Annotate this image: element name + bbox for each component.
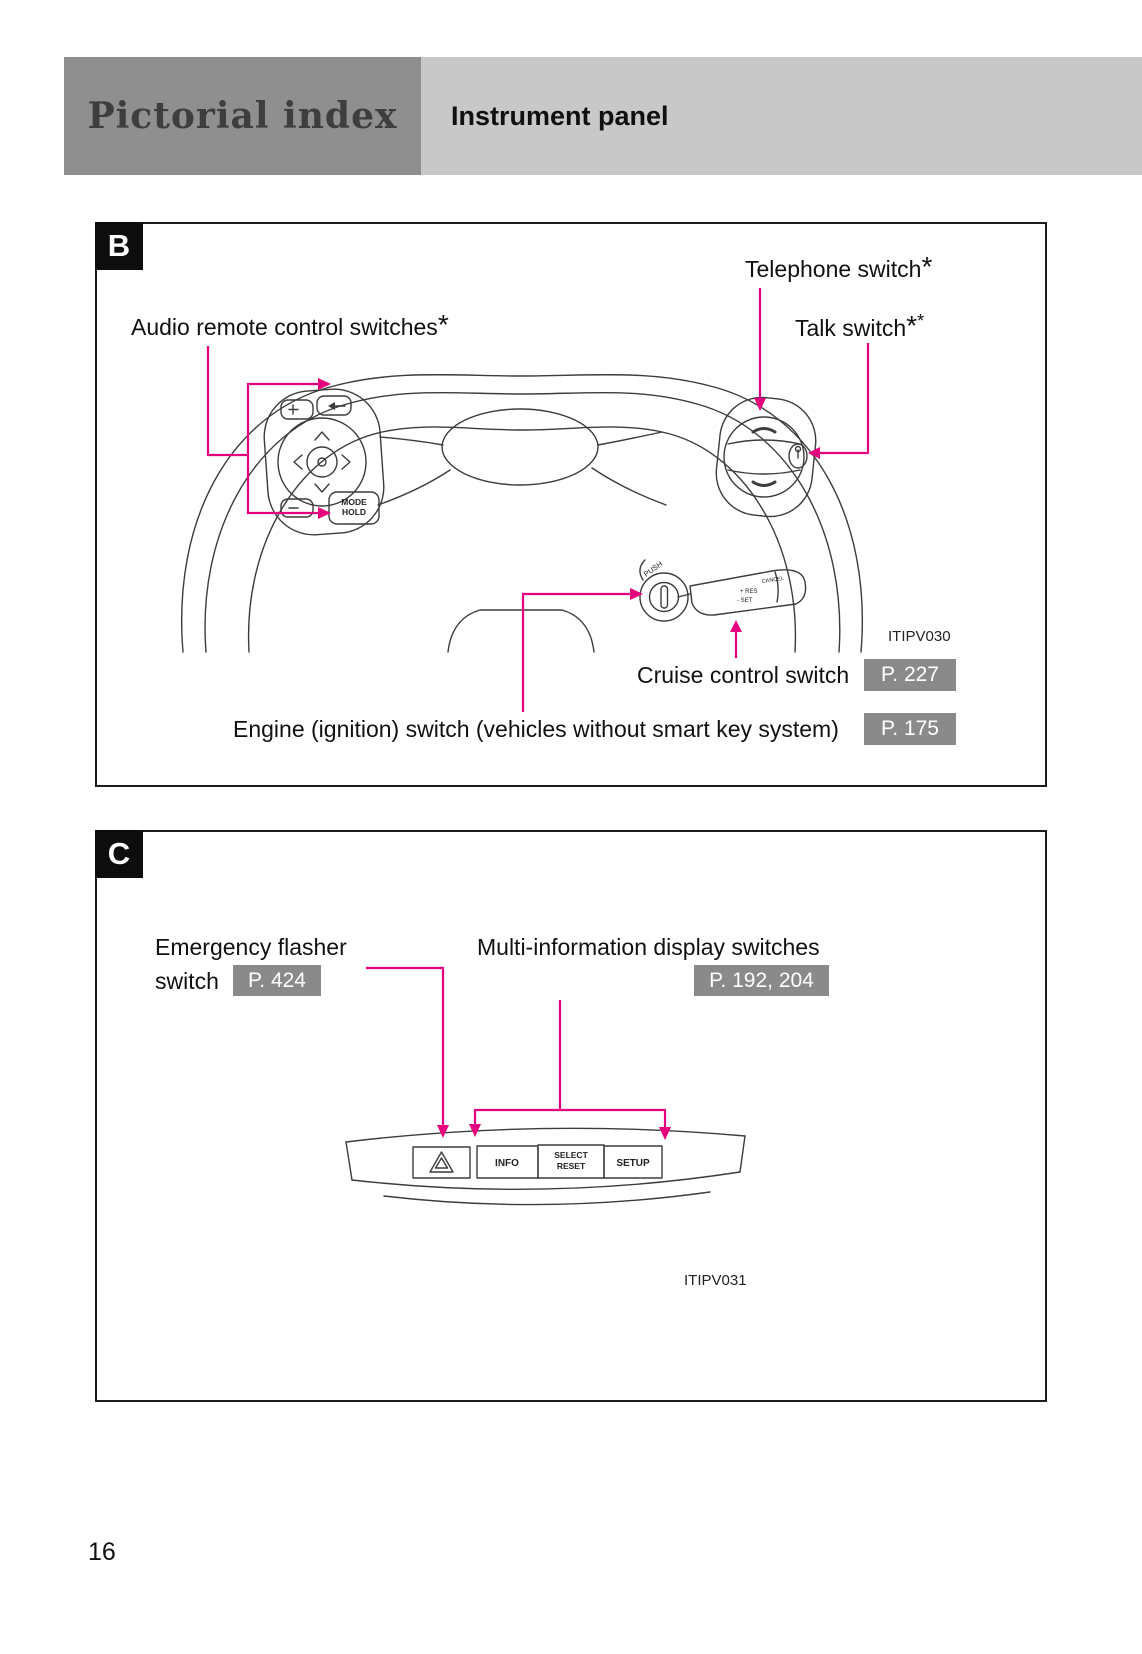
talk-asterisk-2: * [917,311,925,331]
audio-remote-text: Audio remote control switches [131,314,438,340]
page-title: Pictorial index [87,95,398,137]
cruise-control-label: Cruise control switch [637,662,850,688]
section-c-marker: C [95,830,143,878]
audio-remote-label: Audio remote control switches* [131,311,449,341]
talk-asterisk-1: * [906,310,918,341]
telephone-asterisk: * [921,251,933,282]
header-topic-bar: Instrument panel [421,57,1142,175]
section-b-frame: B [95,222,1047,787]
section-c-frame: C [95,830,1047,1402]
page-ref-multi-information: P. 192, 204 [694,965,829,996]
telephone-switch-label: Telephone switch* [745,253,932,283]
page-number: 16 [88,1538,116,1566]
figure-code-c: ITIPV031 [684,1272,747,1289]
section-b-marker: B [95,222,143,270]
figure-code-b: ITIPV030 [888,628,951,645]
page-ref-cruise: P. 227 [864,659,956,691]
page-ref-flasher: P. 424 [233,965,321,996]
talk-switch-text: Talk switch [795,315,907,341]
multi-information-label: Multi-information display switches [477,934,820,960]
emergency-flasher-label-line1: Emergency flasher [155,934,347,960]
audio-asterisk: * [437,309,449,340]
page-subtitle: Instrument panel [451,100,669,131]
header-section-title: Pictorial index [64,57,421,175]
emergency-flasher-label-line2: switch [155,968,219,994]
page-ref-engine: P. 175 [864,713,956,745]
telephone-switch-text: Telephone switch [745,256,922,282]
engine-switch-label: Engine (ignition) switch (vehicles witho… [233,716,839,742]
talk-switch-label: Talk switch** [795,311,924,342]
